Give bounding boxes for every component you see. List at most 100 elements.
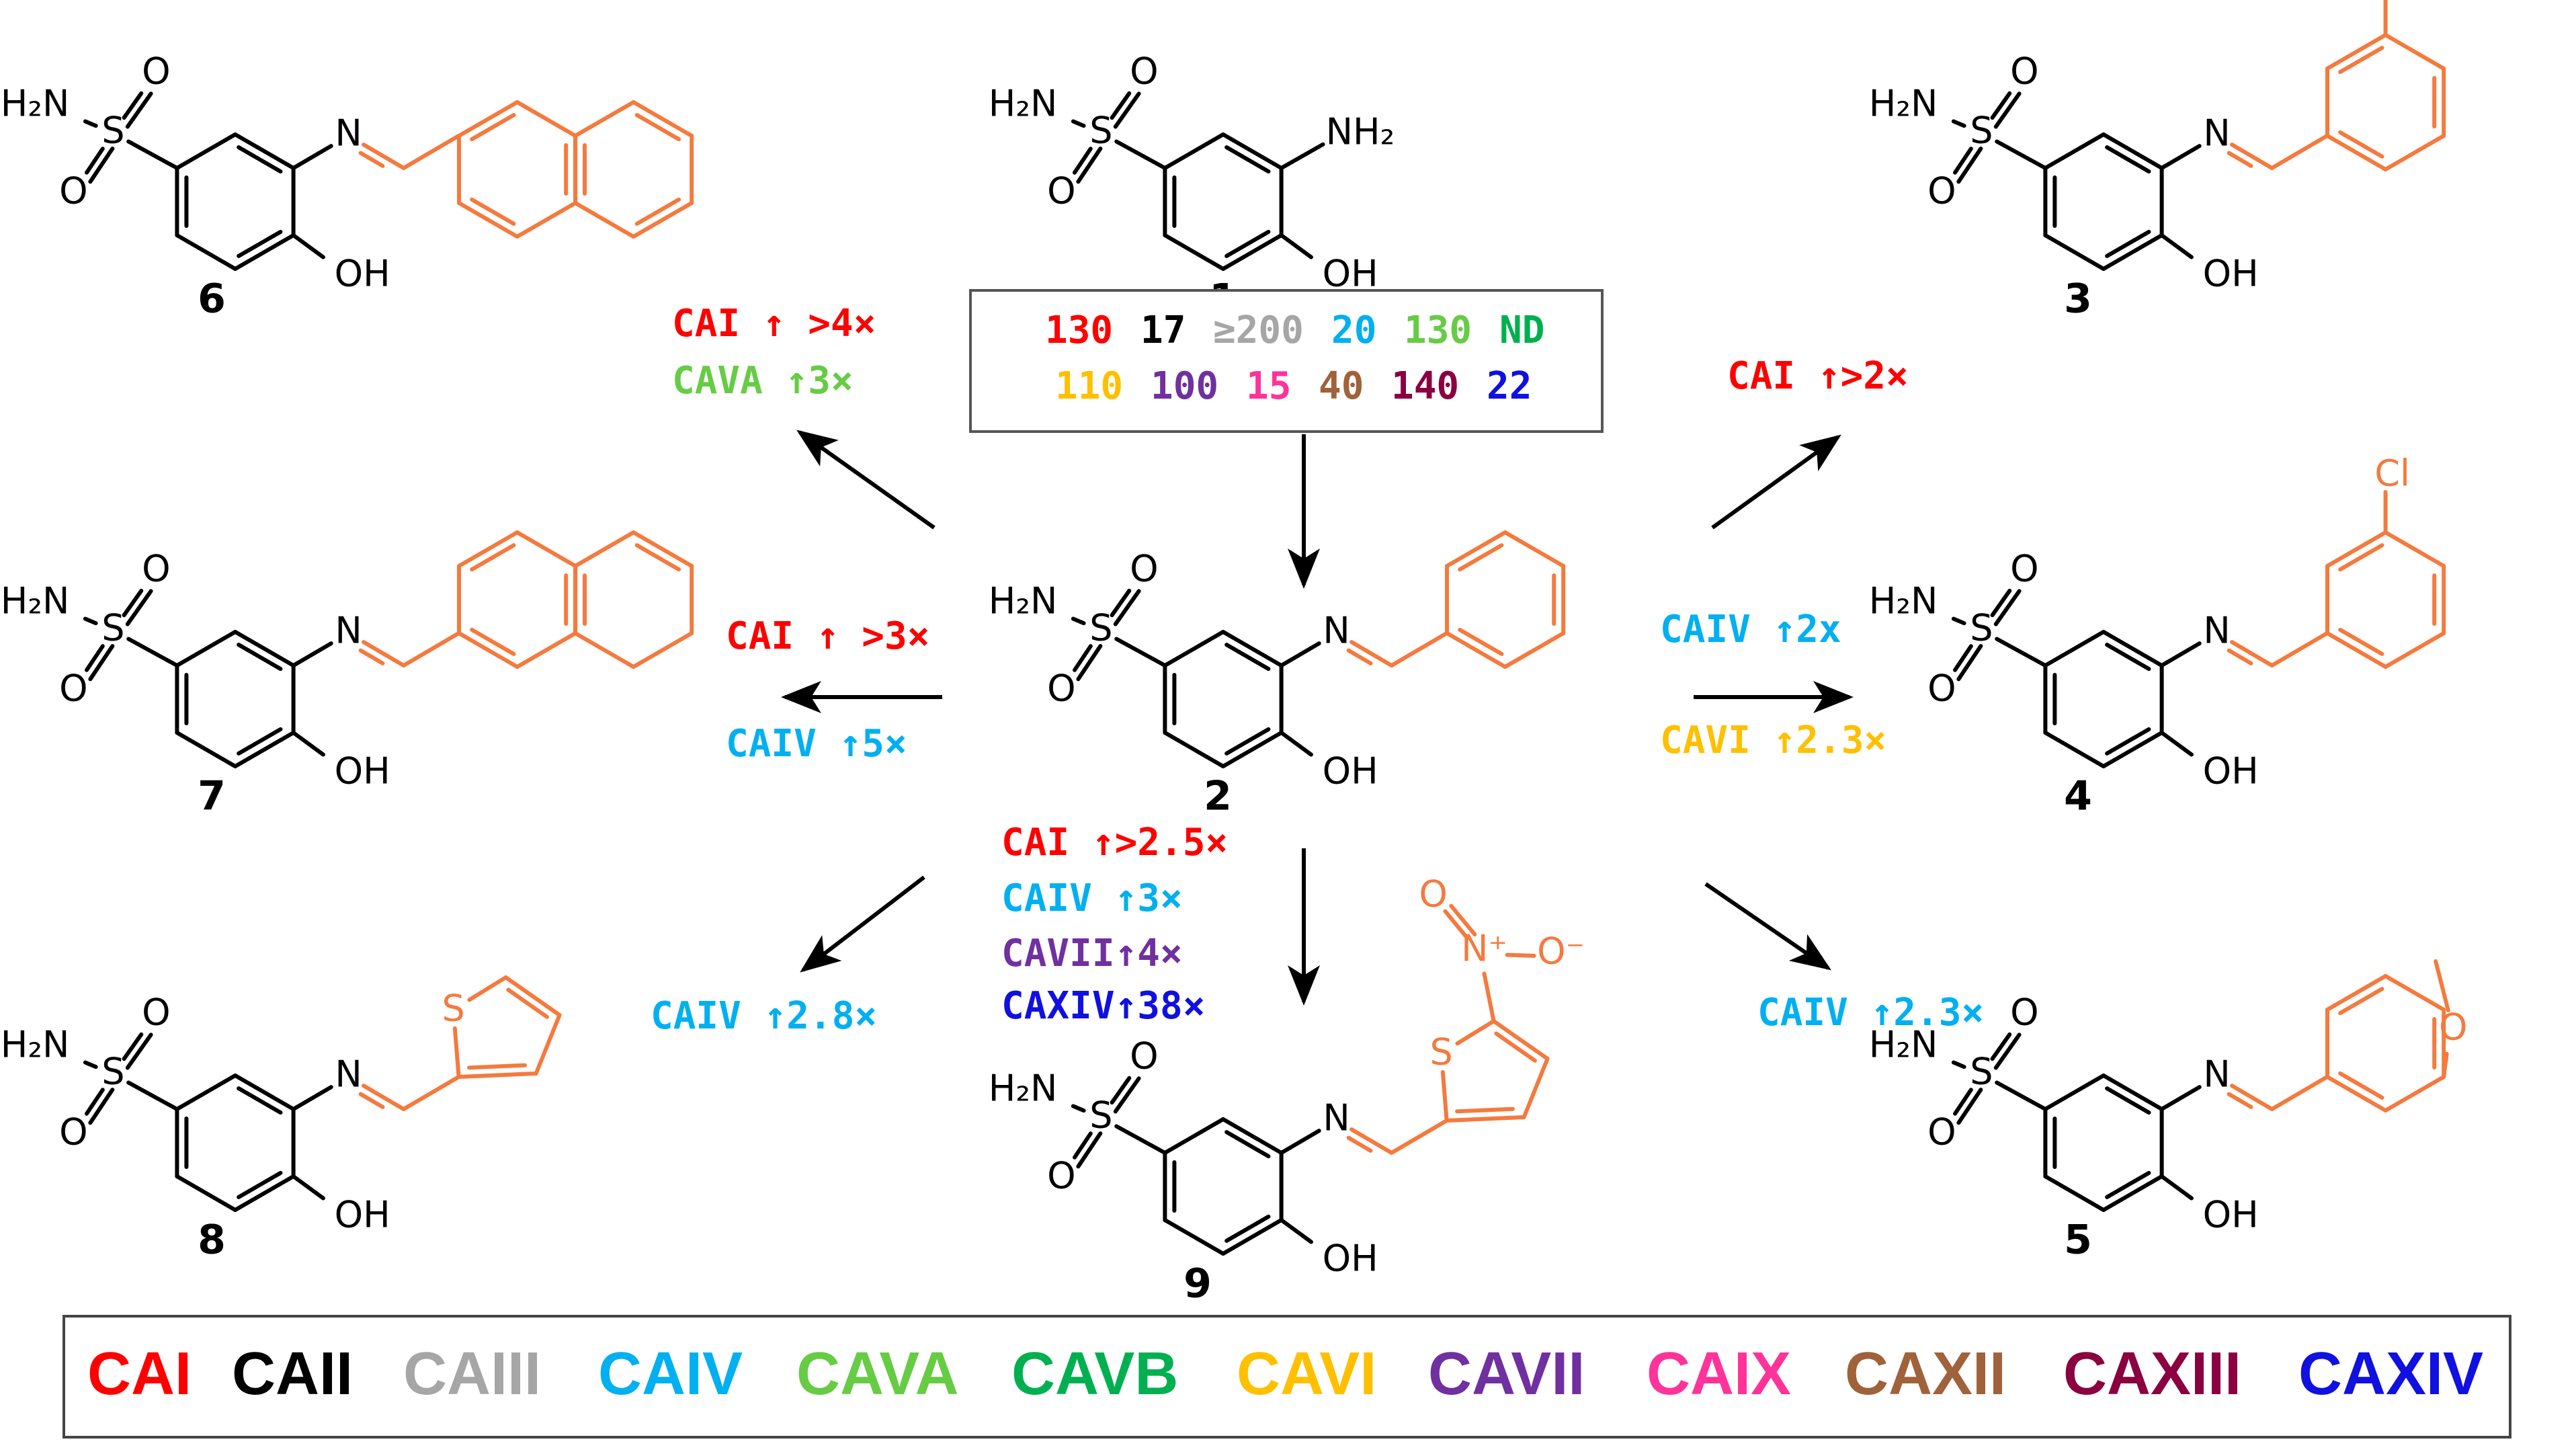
bond [503, 975, 562, 1017]
benzene-ring [233, 1074, 296, 1111]
benzene-ring [233, 1174, 296, 1212]
phenyl-ring [2338, 987, 2384, 1016]
sulfur-atom: S [101, 110, 124, 152]
benzene-ring [1224, 1214, 1271, 1243]
naphthalene-ring [515, 201, 578, 239]
benzene-ring [233, 731, 296, 768]
bond [1114, 637, 1167, 668]
imine-bond [2230, 640, 2274, 668]
ki-value-caiii: ≥200 [1213, 309, 1304, 352]
arrow-2-to-8 [800, 875, 925, 973]
compound-number-9: 9 [1183, 1260, 1212, 1307]
benzene-ring [1163, 1218, 1225, 1256]
bond [1110, 588, 1132, 618]
bond [401, 1075, 461, 1111]
bond [1072, 147, 1093, 175]
compound-3: SOOH₂NOHN3F [1869, 0, 2446, 323]
bond [1113, 589, 1141, 626]
oxygen-atom: O [1047, 668, 1076, 710]
compound-number-4: 4 [2064, 773, 2092, 820]
bond [126, 1080, 179, 1111]
arrow-2-to-6 [796, 430, 936, 530]
annotation-to-8-line1: CAIV ↑2.8× [651, 994, 877, 1038]
naphthalene-ring [457, 201, 520, 239]
benzene-ring [1221, 132, 1284, 170]
bond [125, 1033, 153, 1070]
bond [1071, 616, 1086, 626]
oxygen-atom: O [1927, 1111, 1956, 1154]
compound-number-7: 7 [198, 773, 226, 820]
benzene-ring [1224, 727, 1271, 756]
phenyl-ring [1503, 530, 1566, 568]
compound-number-2: 2 [1204, 773, 1232, 820]
bond [1956, 644, 1983, 682]
phenyl-ring [2325, 631, 2388, 669]
benzene-ring [1221, 1117, 1284, 1155]
legend-caix: CAIX [1647, 1340, 1791, 1408]
imine-nitrogen: N [335, 1053, 362, 1096]
hydroxyl-label: OH [1323, 750, 1378, 793]
phenyl-ring [2338, 46, 2384, 75]
bond [1279, 731, 1313, 757]
benzene-ring [2102, 731, 2164, 768]
phenyl-ring [2338, 130, 2384, 159]
naphthalene-ring [470, 113, 516, 142]
phenyl-ring [1458, 627, 1504, 656]
compound-number-6: 6 [198, 276, 226, 323]
benzene-ring [2105, 145, 2151, 174]
bond [452, 1026, 461, 1079]
bond [2159, 144, 2202, 170]
phenyl-ring [1445, 631, 1507, 669]
bond [291, 641, 333, 668]
phenyl-ring [2338, 543, 2384, 572]
bond [291, 1174, 325, 1201]
sulfur-atom: S [1089, 607, 1112, 649]
hydroxyl-label: OH [335, 253, 390, 295]
annotation-to-9-line2: CAIV ↑3× [1001, 877, 1183, 920]
bond [88, 147, 115, 184]
annotation-to-6-line2: CAVA ↑3× [672, 359, 854, 403]
oxygen-atom: O [142, 50, 171, 93]
bond [84, 644, 105, 672]
naphthalene-ring [573, 631, 636, 669]
bond [1279, 1218, 1313, 1244]
naphthalene-ring [631, 530, 694, 568]
phenyl-ring [2383, 33, 2446, 71]
benzene-ring [175, 132, 237, 170]
bond [291, 144, 333, 170]
oxygen-atom: O [1047, 170, 1076, 212]
bond [1389, 1119, 1449, 1155]
sulfur-atom: S [101, 1051, 124, 1093]
hydroxyl-label: OH [335, 1194, 390, 1236]
sulfur-atom: S [1970, 110, 1993, 152]
nitro-oxygen: O⁻ [1537, 930, 1585, 973]
bond [456, 1071, 538, 1079]
benzene-ring [237, 1086, 283, 1115]
benzene-ring [2102, 1174, 2164, 1212]
bond [1279, 142, 1325, 170]
oxygen-atom: O [59, 668, 88, 710]
phenyl-ring [2383, 1075, 2446, 1113]
hydroxyl-label: OH [2203, 750, 2259, 793]
bond [2442, 1051, 2449, 1079]
benzene-ring [2102, 630, 2164, 668]
bond [2159, 1085, 2202, 1111]
bond [1113, 1076, 1141, 1114]
naphthalene-ring [631, 631, 694, 669]
phenyl-ring [2383, 530, 2446, 568]
bond [291, 1085, 333, 1111]
ki-value-caix: 15 [1246, 364, 1291, 408]
annotation-to-9-line4: CAXIV↑38× [1001, 984, 1205, 1028]
amine-label: NH₂ [1326, 111, 1395, 153]
bond [1995, 637, 2048, 668]
benzene-ring [233, 630, 296, 668]
oxygen-atom: O [2010, 992, 2039, 1034]
amine-label: H₂N [1, 83, 70, 125]
phenyl-ring [2325, 33, 2388, 71]
imine-bond [358, 151, 385, 168]
benzene-ring [2102, 132, 2164, 170]
oxygen-atom: O [1130, 1035, 1159, 1078]
naphthalene-ring [457, 530, 520, 568]
